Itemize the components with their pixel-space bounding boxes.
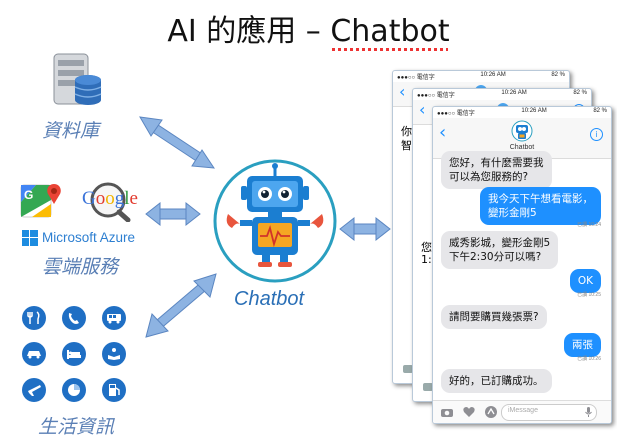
status-bar: ●●●○○ 電信字 10:26 AM 82 % bbox=[393, 71, 569, 82]
chatbot-label: Chatbot bbox=[234, 288, 305, 310]
database-label: 資料庫 bbox=[42, 120, 100, 142]
bot-message-bubble: 威秀影城，變形金剛5 下午2:30分可以嗎? bbox=[441, 231, 559, 269]
back-chevron-icon[interactable]: ‹ bbox=[439, 122, 447, 143]
title-chatbot: Chatbot bbox=[330, 14, 450, 49]
microsoft-azure-text: Microsoft Azure bbox=[42, 230, 136, 245]
cloud-services-label: 雲端服務 bbox=[42, 256, 119, 278]
message-input-placeholder: iMessage bbox=[508, 407, 538, 414]
battery-text: 82 % bbox=[551, 72, 565, 78]
svg-text:G: G bbox=[24, 188, 33, 202]
status-bar: ●●●○○ 電信字 10:26 AM 82 % bbox=[413, 89, 591, 100]
bot-message-bubble: 請問要購買幾張票? bbox=[441, 305, 547, 329]
read-receipt: 已讀 10:24 bbox=[577, 222, 601, 228]
read-receipt: 已讀 10:26 bbox=[577, 356, 601, 362]
airplane-icon bbox=[22, 378, 46, 402]
time-text: 10:26 AM bbox=[521, 108, 547, 114]
bot-message-bubble: 您好，有什麼需要我 可以為您服務的? bbox=[441, 151, 552, 189]
info-icon[interactable]: i bbox=[590, 128, 603, 141]
camera-icon[interactable] bbox=[423, 383, 433, 391]
camera-icon[interactable] bbox=[441, 407, 453, 417]
back-fragment-2: 智 bbox=[401, 139, 412, 152]
arrow-chatbot-phones bbox=[339, 216, 391, 242]
back-fragment-3: 您 bbox=[421, 241, 432, 254]
google-search-icon: Google bbox=[78, 180, 144, 223]
database-server-icon bbox=[53, 53, 102, 105]
battery-text: 82 % bbox=[573, 90, 587, 96]
message-input[interactable]: iMessage bbox=[501, 404, 597, 421]
carrier-text: ●●●○○ 電信字 bbox=[417, 93, 455, 99]
phone-screen-front: ●●●○○ 電信字 10:26 AM 82 % ‹ Chatbot i 您好，有… bbox=[432, 106, 612, 424]
arrow-cloud-chatbot bbox=[145, 201, 201, 227]
back-fragment-4: 1: bbox=[421, 253, 432, 266]
carrier-text: ●●●○○ 電信字 bbox=[397, 75, 435, 81]
life-info-label: 生活資訊 bbox=[38, 416, 115, 438]
chatbot-robot-icon bbox=[213, 159, 337, 283]
restaurant-icon bbox=[22, 306, 46, 330]
windows-logo-icon bbox=[22, 230, 38, 246]
hotel-bed-icon bbox=[62, 342, 86, 366]
status-bar: ●●●○○ 電信字 10:26 AM 82 % bbox=[433, 107, 611, 118]
carrier-text: ●●●○○ 電信字 bbox=[437, 111, 475, 117]
bot-message-bubble: 好的，已訂購成功。 bbox=[441, 369, 552, 393]
bus-icon bbox=[102, 306, 126, 330]
phone-icon bbox=[62, 306, 86, 330]
arrow-life-chatbot bbox=[145, 273, 217, 338]
heart-touch-icon[interactable] bbox=[463, 406, 475, 418]
car-wash-icon bbox=[22, 342, 46, 366]
pie-chart-icon bbox=[62, 378, 86, 402]
microphone-icon[interactable] bbox=[585, 407, 592, 417]
back-chevron-icon[interactable]: ‹ bbox=[399, 82, 406, 101]
camera-icon[interactable] bbox=[403, 365, 413, 373]
gas-station-icon bbox=[102, 378, 126, 402]
battery-text: 82 % bbox=[593, 108, 607, 114]
bot-avatar-icon bbox=[511, 120, 533, 142]
user-message-bubble: 兩張 bbox=[564, 333, 601, 357]
read-receipt: 已讀 10:25 bbox=[577, 292, 601, 298]
google-wordmark: Google bbox=[82, 188, 138, 209]
page-title: AI 的應用 – Chatbot bbox=[0, 6, 617, 50]
time-text: 10:26 AM bbox=[480, 72, 506, 78]
user-message-bubble: OK bbox=[569, 269, 601, 293]
title-prefix: AI 的應用 – bbox=[167, 14, 331, 49]
back-chevron-icon[interactable]: ‹ bbox=[419, 100, 426, 119]
bot-name: Chatbot bbox=[509, 144, 535, 151]
google-maps-icon: G bbox=[20, 184, 61, 218]
input-bar: iMessage bbox=[433, 400, 611, 423]
back-fragment-1: 你 bbox=[401, 125, 412, 138]
user-message-bubble: 我今天下午想看電影， 變形金剛5 bbox=[480, 187, 601, 225]
time-text: 10:26 AM bbox=[501, 90, 527, 96]
app-store-icon[interactable] bbox=[485, 406, 497, 418]
reading-person-icon bbox=[102, 342, 126, 366]
arrow-database-chatbot bbox=[139, 116, 215, 169]
